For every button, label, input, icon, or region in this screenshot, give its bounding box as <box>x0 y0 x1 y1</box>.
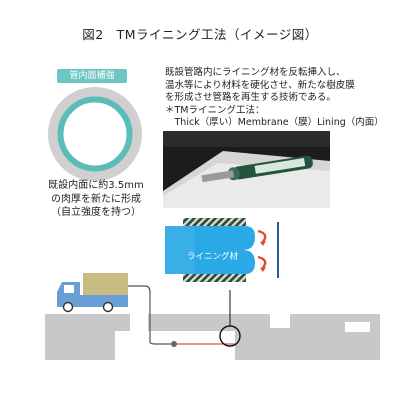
lining-material-label: ライニング材 <box>187 252 239 262</box>
hose-line <box>128 285 170 345</box>
inner-reinforce-badge: 管内面補強 <box>57 69 127 83</box>
ring-caption-line: の肉厚を新たに形成 <box>51 193 141 205</box>
road-surface <box>45 314 380 331</box>
ring-caption: 既設内面に約3.5mm の肉厚を新たに形成 （自立強度を持つ） <box>40 179 152 220</box>
ground-lower-left <box>45 331 115 360</box>
description-line: Thick（厚い）Membrane（膜）Lining（内面） <box>165 117 384 129</box>
pipe-wall-bottom <box>183 274 246 282</box>
truck-cargo <box>83 273 128 295</box>
truck-wheel <box>62 301 74 313</box>
lining-layer-ring <box>57 96 133 172</box>
manhole-shaft <box>130 314 148 350</box>
method-description: 既設管路内にライニング材を反転挿入し、 温水等により材料を硬化させ、新たな樹皮膜… <box>165 67 384 130</box>
ground-lower-right <box>235 331 380 360</box>
lining-ring-illustration <box>48 87 142 181</box>
lining-inversion-closeup <box>165 218 279 282</box>
inversion-arrow-top <box>257 229 267 244</box>
description-line: を形成させ管路を再生する技術である。 <box>165 92 336 104</box>
ring-caption-line: （自立強度を持つ） <box>51 207 141 218</box>
description-line: 既設管路内にライニング材を反転挿入し、 <box>165 67 346 78</box>
ring-caption-line: 既設内面に約3.5mm <box>48 180 144 191</box>
lining-material-photo <box>163 131 330 208</box>
description-line: ＊TMライニング工法： <box>165 104 265 116</box>
diagram-title: 図2 TMライニング工法（イメージ図） <box>82 27 318 42</box>
description-line: 温水等により材料を硬化させ、新たな樹皮膜 <box>165 79 355 91</box>
truck-wheel <box>102 301 114 313</box>
pipe-wall-top <box>183 218 246 226</box>
inversion-arrow-bottom <box>257 255 267 270</box>
ground-cross-section <box>45 273 380 360</box>
